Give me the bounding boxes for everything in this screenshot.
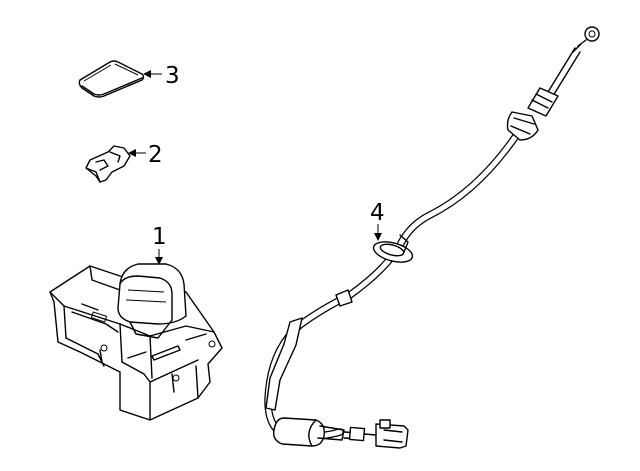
clip-part	[85, 145, 131, 183]
callout-1: 1	[152, 224, 167, 250]
pad-part	[78, 60, 145, 98]
shifter-assembly-part	[49, 263, 223, 421]
callout-2: 2	[148, 142, 163, 168]
callout-4: 4	[370, 200, 385, 226]
callout-3: 3	[165, 63, 180, 89]
shift-cable-part	[264, 26, 600, 449]
